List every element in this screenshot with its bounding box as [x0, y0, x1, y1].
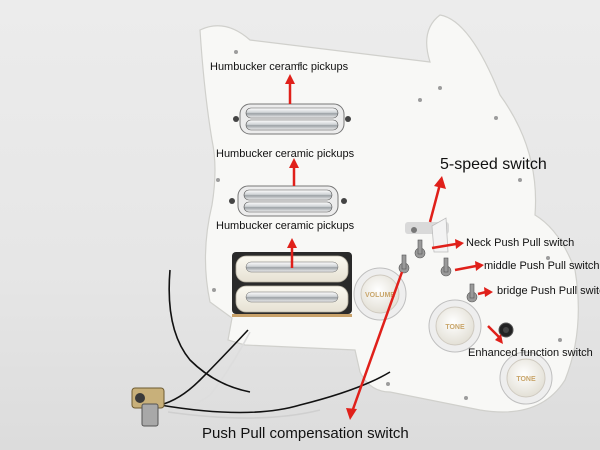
toggle-switches — [398, 239, 478, 303]
annotation-arrows — [285, 74, 503, 420]
humbucker-pickup-2 — [229, 185, 347, 217]
humbucker-pickup-3 — [232, 252, 352, 317]
svg-text:TONE: TONE — [516, 376, 536, 383]
output-jack — [131, 387, 165, 427]
label-humbucker-1: Humbucker ceramic pickups — [210, 61, 349, 73]
svg-text:VOLUME: VOLUME — [365, 292, 395, 299]
tone-knob-2: TONE — [499, 351, 553, 405]
label-compensation-switch: Push Pull compensation switch — [202, 425, 409, 442]
label-enhanced-function: Enhanced function switch — [468, 347, 593, 359]
selector-switch — [405, 217, 449, 253]
label-bridge-push-pull: bridge Push Pull switch — [497, 285, 600, 297]
svg-text:TONE: TONE — [445, 324, 465, 331]
label-humbucker-3: Humbucker ceramic pickups — [216, 220, 355, 232]
wires — [159, 269, 391, 419]
pickguard-screws — [212, 50, 562, 400]
label-humbucker-2: Humbucker ceramic pickups — [216, 148, 355, 160]
label-five-speed-switch: 5-speed switch — [440, 156, 547, 173]
humbucker-pickup-1 — [233, 103, 351, 135]
label-neck-push-pull: Neck Push Pull switch — [466, 237, 575, 249]
volume-knob: VOLUME — [353, 267, 407, 321]
label-middle-push-pull: middle Push Pull switch — [484, 260, 600, 272]
tone-knob-1: TONE — [428, 299, 482, 353]
